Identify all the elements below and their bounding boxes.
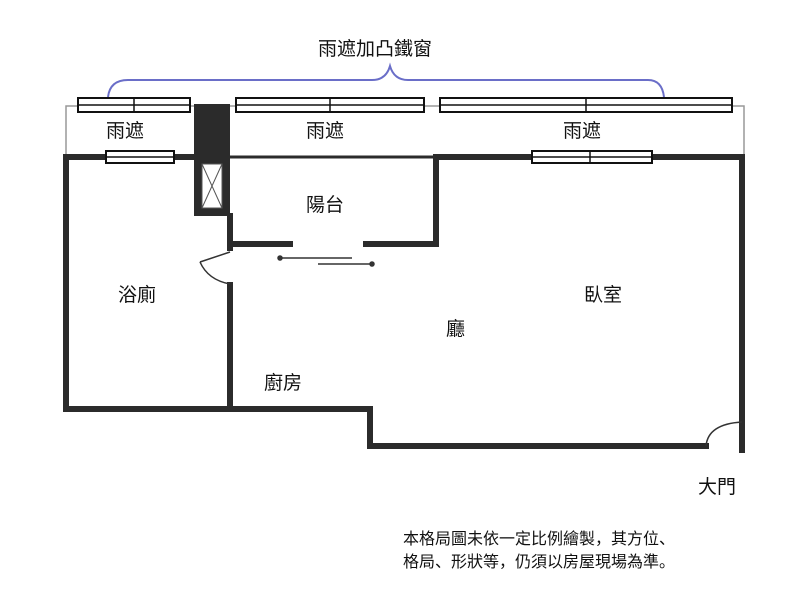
disclaimer-line-2: 格局、形狀等，仍須以房屋現場為準。	[403, 552, 676, 571]
balcony-sliding-door	[277, 255, 375, 267]
bay-window-right	[439, 97, 733, 113]
bay-window-label: 雨遮加凸鐵窗	[318, 38, 433, 60]
awning-middle-label: 雨遮	[306, 120, 345, 142]
disclaimer-line-1: 本格局圖未依一定比例繪製，其方位、	[403, 529, 676, 548]
main-door-swing	[705, 421, 743, 447]
bathroom-label: 浴廁	[118, 284, 157, 306]
main-door-label: 大門	[698, 476, 737, 498]
awning-outline	[65, 105, 745, 155]
awning-right-label: 雨遮	[563, 120, 602, 142]
window-bedroom	[531, 150, 653, 164]
awning-left-label: 雨遮	[106, 120, 145, 142]
bay-window-bracket	[107, 62, 665, 98]
living-room-label: 廳	[446, 318, 466, 340]
balcony-label: 陽台	[306, 194, 345, 216]
bay-window-left	[77, 97, 191, 113]
bay-window-middle	[235, 97, 425, 113]
bedroom-label: 臥室	[584, 284, 623, 306]
window-bathroom	[105, 150, 175, 164]
bathroom-door	[199, 251, 231, 285]
kitchen-label: 廚房	[264, 372, 303, 394]
walls	[63, 154, 745, 453]
